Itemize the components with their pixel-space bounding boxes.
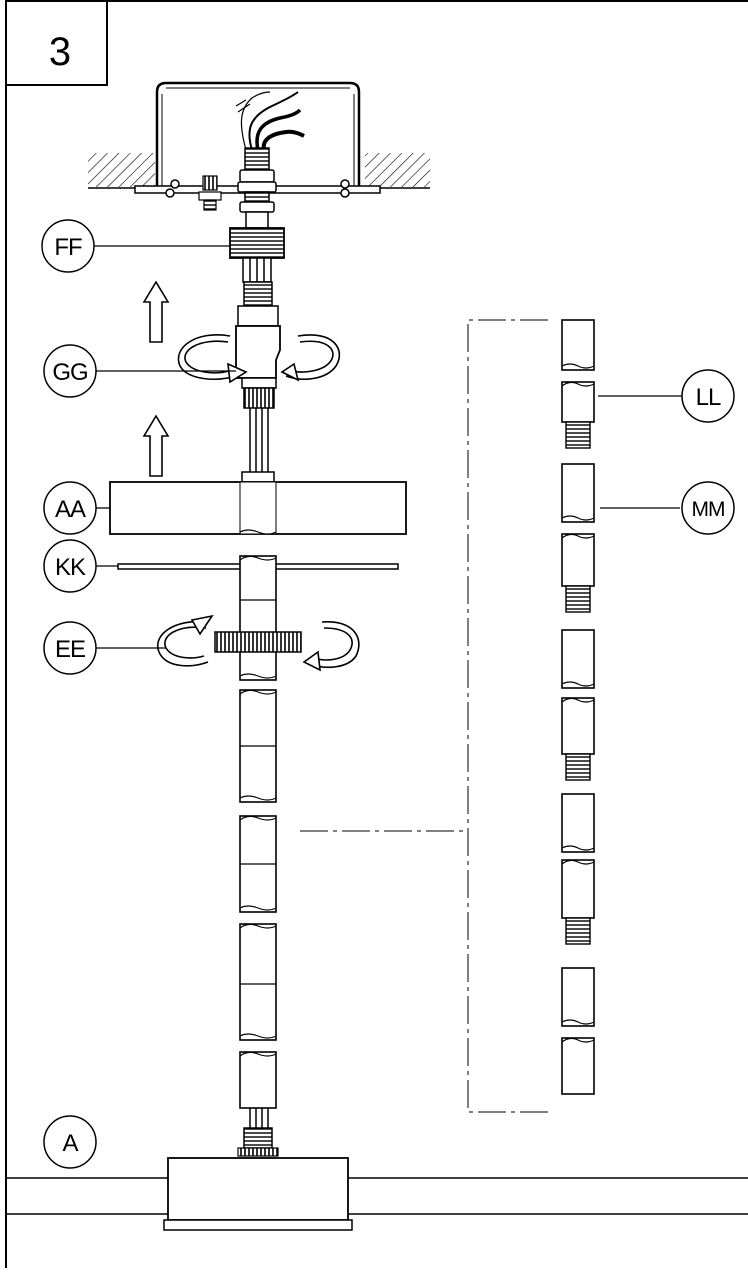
coupling-ff <box>229 227 285 283</box>
callout-a: A <box>43 1115 97 1169</box>
rod-segment <box>239 555 277 681</box>
callout-a-label: A <box>62 1130 78 1157</box>
extension-rod-threaded <box>561 381 595 449</box>
callout-ee-label: EE <box>55 636 85 663</box>
callout-gg: GG <box>43 344 97 398</box>
extension-rod-threaded <box>561 697 595 781</box>
callout-aa-label: AA <box>55 496 86 523</box>
extension-rod-threaded <box>561 533 595 613</box>
callout-ll-label: LL <box>696 384 721 411</box>
lamp-body-a <box>6 1157 748 1231</box>
callout-gg-label: GG <box>52 359 87 386</box>
callout-kk-label: KK <box>55 554 86 581</box>
rod-segment <box>239 923 277 1041</box>
extension-rod-plain <box>561 629 595 689</box>
extension-rod-plain <box>561 463 595 523</box>
canopy-aa <box>109 471 407 535</box>
step-number: 3 <box>49 30 71 74</box>
callout-ll: LL <box>681 369 735 423</box>
callout-kk: KK <box>43 539 97 593</box>
rotate-arrow-icon <box>177 334 248 384</box>
rod-segment <box>239 815 277 913</box>
callout-ff: FF <box>41 219 95 273</box>
callout-ff-label: FF <box>54 234 82 261</box>
hex-nut <box>237 281 279 327</box>
ceiling-junction-box <box>134 81 381 211</box>
rod-segment <box>239 689 277 803</box>
extension-bracket <box>300 319 548 1113</box>
lock-ring-ee <box>214 631 302 653</box>
extension-rod-threaded <box>561 859 595 945</box>
callout-mm-label: MM <box>692 498 725 521</box>
up-arrow-icon <box>142 414 170 477</box>
up-arrow-icon <box>142 280 170 343</box>
callout-mm: MM <box>681 481 735 535</box>
extension-rod-plain <box>561 793 595 853</box>
page-frame <box>5 0 748 1273</box>
adapter-gg <box>235 325 281 476</box>
rotate-arrow-icon <box>280 334 341 382</box>
extension-rod-plain <box>561 967 595 1027</box>
step-number-box: 3 <box>5 0 108 86</box>
callout-ee: EE <box>43 621 97 675</box>
callout-aa: AA <box>43 481 97 535</box>
threaded-nipple <box>237 147 277 229</box>
rotate-arrow-icon <box>157 614 214 667</box>
rotate-arrow-icon <box>302 621 360 672</box>
leader-lines <box>94 245 682 649</box>
extension-rod-plain <box>561 319 595 371</box>
extension-rod-plain <box>561 1037 595 1095</box>
rod-segment <box>237 1051 279 1157</box>
